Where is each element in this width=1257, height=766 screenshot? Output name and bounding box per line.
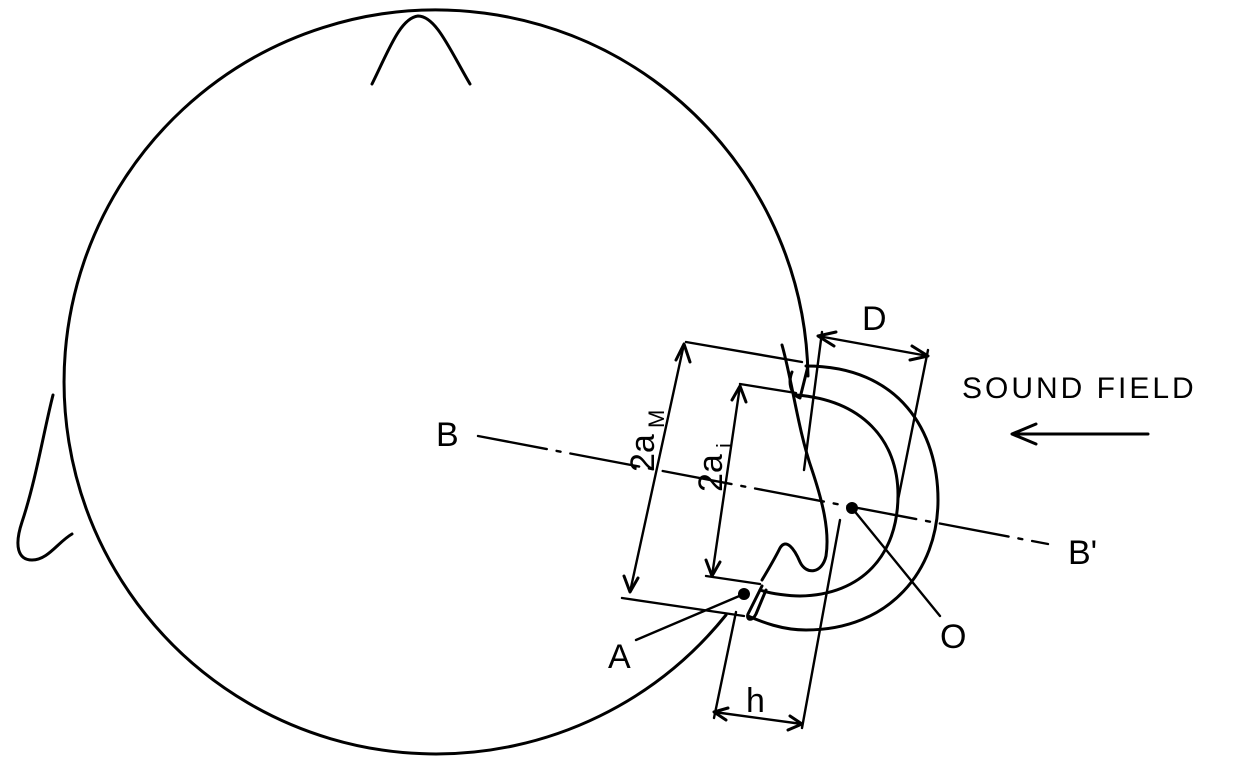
axis-b-line [476, 434, 1050, 546]
svg-text:M: M [644, 410, 669, 428]
label-h: h [746, 682, 765, 720]
pinna-shape [760, 343, 829, 582]
dimension-h [712, 518, 842, 732]
earmuff-lower-edge [746, 584, 768, 621]
label-b-prime: B' [1068, 534, 1097, 572]
sound-field-arrow [1010, 422, 1150, 446]
label-a: A [608, 638, 631, 676]
left-ear-shape [16, 393, 74, 562]
nose-shape [370, 14, 472, 86]
dimension-2am [620, 340, 804, 618]
dimension-2ai [704, 382, 798, 586]
svg-text:2a: 2a [624, 434, 662, 472]
dimension-d [802, 330, 930, 502]
svg-text:2a: 2a [692, 454, 730, 492]
sound-field-label: SOUND FIELD [962, 372, 1197, 405]
label-2ai: 2a i [692, 443, 737, 492]
label-2am: 2a M [624, 410, 669, 472]
label-o: O [940, 618, 966, 656]
head-outline [62, 8, 810, 756]
label-d: D [862, 300, 887, 338]
earmuff-inner-shell [758, 393, 900, 598]
earmuff-outer-shell [746, 364, 940, 632]
label-b: B [436, 416, 459, 454]
earmuff-upper-edge [788, 364, 810, 400]
svg-text:i: i [712, 443, 737, 448]
